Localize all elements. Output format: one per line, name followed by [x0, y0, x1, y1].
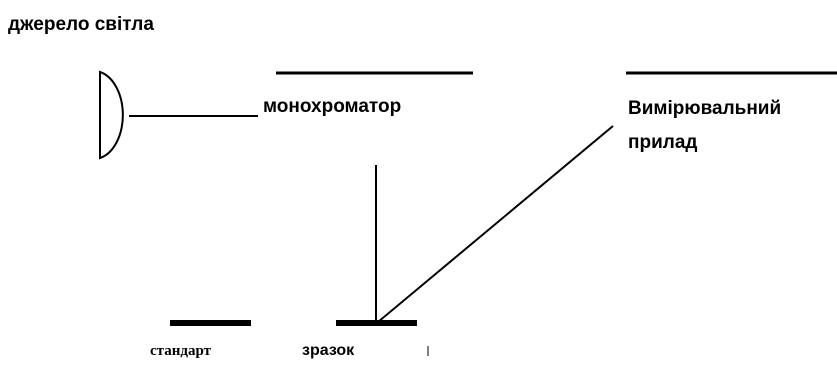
light-source-label: джерело світла — [8, 14, 154, 35]
sample-plate — [336, 320, 417, 326]
sample-label: зразок — [302, 342, 355, 359]
standard-label: стандарт — [150, 343, 211, 359]
instrument-label: Вимірювальний прилад — [628, 98, 782, 153]
sample-to-instrument-line — [377, 125, 614, 323]
light-source-lamp-icon — [99, 70, 124, 160]
monochromator-label: монохроматор — [263, 96, 402, 117]
standard-plate — [170, 320, 251, 326]
